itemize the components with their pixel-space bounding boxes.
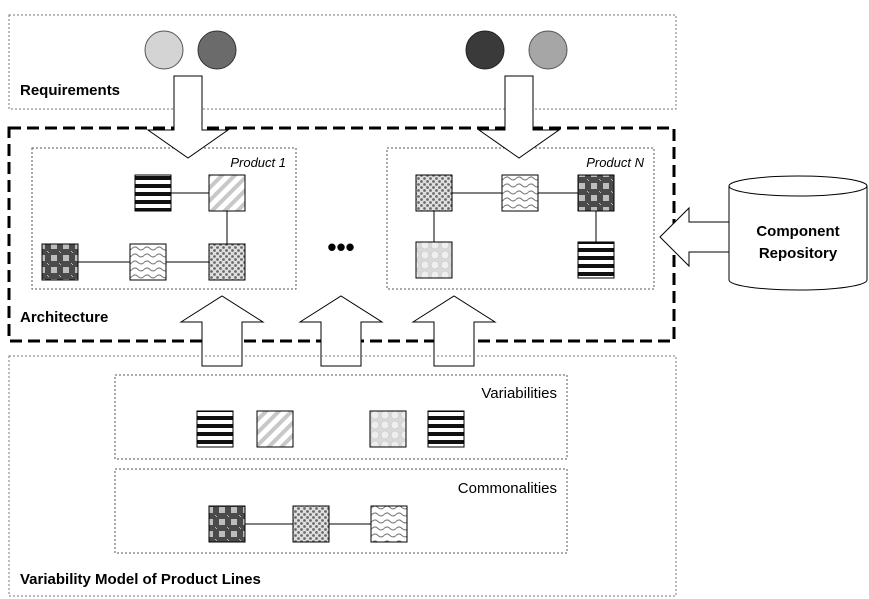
- diagonal-component-icon: [208, 174, 246, 212]
- product-1-box: Product 1: [31, 147, 297, 290]
- checker-component-icon: [577, 174, 615, 212]
- checker-component-icon: [41, 243, 79, 281]
- component-repository: Component Repository: [728, 175, 868, 291]
- repository-label-line2: Repository: [759, 245, 838, 262]
- commonalities-box: [114, 468, 568, 554]
- requirements-arrow-right: [477, 75, 561, 159]
- variability-arrow-1: [179, 295, 265, 367]
- requirement-circle-light: [144, 30, 184, 70]
- variability-arrow-3: [411, 295, 497, 367]
- striped-component-icon: [134, 174, 172, 212]
- wave-component-icon: [129, 243, 167, 281]
- requirements-box: [8, 14, 677, 110]
- product-n-box: Product N: [386, 147, 655, 290]
- variability-model-label: Variability Model of Product Lines: [20, 571, 261, 588]
- bubble-component-icon: [415, 241, 453, 279]
- commonalities-label: Commonalities: [458, 480, 557, 497]
- checker-component-icon: [208, 505, 246, 543]
- diagonal-component-icon: [256, 410, 294, 448]
- wave-component-icon: [370, 505, 408, 543]
- requirements-arrow-left: [146, 75, 230, 159]
- wave-component-icon: [501, 174, 539, 212]
- variabilities-box: [114, 374, 568, 460]
- requirements-region: Requirements: [8, 14, 677, 110]
- repository-label-line1: Component: [756, 223, 839, 240]
- ellipsis: •••: [327, 232, 354, 262]
- repository-cylinder-body: [728, 186, 868, 291]
- bubble-component-icon: [369, 410, 407, 448]
- striped-component-icon: [577, 241, 615, 279]
- product-1-frame: [31, 147, 297, 290]
- requirement-circle-grey: [528, 30, 568, 70]
- product-n-label: Product N: [586, 155, 644, 170]
- variabilities-label: Variabilities: [481, 385, 557, 402]
- dotted-component-icon: [292, 505, 330, 543]
- requirement-circle-dark: [465, 30, 505, 70]
- requirements-label: Requirements: [20, 82, 120, 99]
- dotted-component-icon: [415, 174, 453, 212]
- dotted-component-icon: [208, 243, 246, 281]
- architecture-label: Architecture: [20, 309, 108, 326]
- variability-model-region: Variabilities Commonalities Variability …: [8, 355, 677, 597]
- product-1-label: Product 1: [230, 155, 286, 170]
- striped-component-icon: [427, 410, 465, 448]
- requirement-circle-mid: [197, 30, 237, 70]
- striped-component-icon: [196, 410, 234, 448]
- variability-model-box: [8, 355, 677, 597]
- variability-arrow-2: [298, 295, 384, 367]
- repository-cylinder-top: [728, 175, 868, 197]
